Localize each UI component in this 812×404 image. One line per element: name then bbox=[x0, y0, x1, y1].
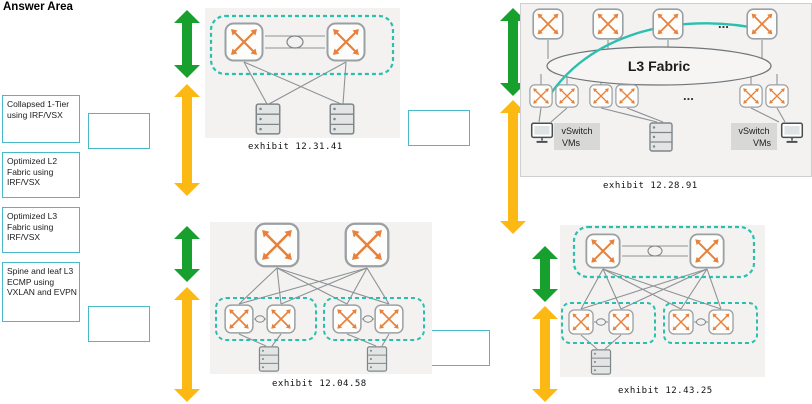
vswitch-label-right: vSwitch bbox=[738, 126, 769, 136]
link-aggregation-icon bbox=[647, 245, 663, 257]
switch-icon bbox=[224, 22, 264, 62]
double-arrow-yellow-top-right bbox=[500, 100, 526, 234]
switch-icon bbox=[739, 84, 763, 108]
double-arrow-green-top-left bbox=[174, 10, 200, 78]
irf-group-outline bbox=[561, 302, 656, 344]
option-collapsed-1-tier[interactable]: Collapsed 1-Tier using IRF/VSX bbox=[2, 95, 80, 143]
server-icon bbox=[366, 346, 388, 372]
switch-icon bbox=[332, 304, 362, 334]
double-arrow-yellow-bottom-left bbox=[174, 287, 200, 402]
double-arrow-green-bottom-left bbox=[174, 226, 200, 282]
exhibit-12-43-25-diagram bbox=[561, 225, 758, 375]
l3-fabric-ellipse bbox=[546, 46, 772, 86]
exhibit-12-31-41-diagram bbox=[209, 14, 395, 135]
link-aggregation-icon bbox=[596, 318, 606, 326]
exhibit-12-04-58-diagram bbox=[215, 222, 425, 372]
switch-icon bbox=[608, 309, 634, 335]
link-aggregation-icon bbox=[255, 315, 265, 323]
host-icon bbox=[530, 122, 554, 143]
drop-box-4[interactable] bbox=[428, 330, 490, 366]
switch-icon bbox=[224, 304, 254, 334]
server-icon bbox=[649, 122, 673, 152]
switch-icon bbox=[689, 233, 725, 269]
option-optimized-l2-fabric[interactable]: Optimized L2 Fabric using IRF/VSX bbox=[2, 152, 80, 198]
host-icon bbox=[780, 122, 804, 143]
switch-icon bbox=[529, 84, 553, 108]
exhibit-caption: exhibit 12.28.91 bbox=[603, 181, 698, 191]
double-arrow-yellow-top-left bbox=[174, 84, 200, 196]
exhibit-12-28-91-diagram: L3 Fabric ... ... vSwitch VMs vSwitch VM… bbox=[529, 8, 804, 152]
switch-icon bbox=[585, 233, 621, 269]
switch-icon bbox=[652, 8, 684, 40]
link-aggregation-icon bbox=[286, 35, 304, 49]
ellipsis-bottom: ... bbox=[683, 88, 694, 103]
l3-fabric-label: L3 Fabric bbox=[628, 58, 690, 74]
link-aggregation-icon bbox=[363, 315, 373, 323]
irf-group-outline bbox=[215, 297, 317, 341]
switch-icon bbox=[344, 222, 390, 268]
double-arrow-green-top-right bbox=[500, 8, 526, 96]
switch-icon bbox=[555, 84, 579, 108]
switch-icon bbox=[568, 309, 594, 335]
switch-icon bbox=[765, 84, 789, 108]
vms-label-right: VMs bbox=[753, 138, 772, 148]
switch-icon bbox=[668, 309, 694, 335]
switch-icon bbox=[532, 8, 564, 40]
option-label: Spine and leaf L3 ECMP using VXLAN and E… bbox=[7, 266, 77, 298]
switch-icon bbox=[589, 84, 613, 108]
switch-icon bbox=[615, 84, 639, 108]
exhibit-caption: exhibit 12.31.41 bbox=[248, 142, 343, 152]
vswitch-label-bg bbox=[731, 123, 777, 150]
server-icon bbox=[329, 103, 355, 135]
switch-icon bbox=[266, 304, 296, 334]
drop-box-1[interactable] bbox=[88, 113, 150, 149]
option-label: Collapsed 1-Tier using IRF/VSX bbox=[7, 99, 70, 120]
drop-box-3[interactable] bbox=[88, 306, 150, 342]
exhibit-12-04-58 bbox=[210, 222, 432, 374]
option-spine-leaf-l3-ecmp[interactable]: Spine and leaf L3 ECMP using VXLAN and E… bbox=[2, 262, 80, 322]
double-arrow-green-bottom-right bbox=[532, 246, 558, 302]
teal-path-curve bbox=[541, 22, 774, 107]
vswitch-label-left: vSwitch bbox=[561, 126, 592, 136]
switch-icon bbox=[746, 8, 778, 40]
irf-group-outline bbox=[572, 225, 756, 279]
exhibit-caption: exhibit 12.04.58 bbox=[272, 379, 367, 389]
option-optimized-l3-fabric[interactable]: Optimized L3 Fabric using IRF/VSX bbox=[2, 207, 80, 253]
option-label: Optimized L3 Fabric using IRF/VSX bbox=[7, 211, 58, 243]
switch-icon bbox=[374, 304, 404, 334]
irf-group-outline bbox=[663, 302, 758, 344]
exhibit-12-43-25 bbox=[560, 225, 765, 377]
option-label: Optimized L2 Fabric using IRF/VSX bbox=[7, 156, 58, 188]
vms-label-left: VMs bbox=[562, 138, 581, 148]
server-icon bbox=[255, 103, 281, 135]
irf-group-outline bbox=[323, 297, 425, 341]
server-icon bbox=[590, 349, 612, 375]
switch-icon bbox=[592, 8, 624, 40]
ellipsis-top: ... bbox=[718, 16, 729, 31]
switch-icon bbox=[326, 22, 366, 62]
switch-icon bbox=[708, 309, 734, 335]
exhibit-12-28-91: L3 Fabric ... ... vSwitch VMs vSwitch VM… bbox=[520, 3, 812, 177]
exhibit-caption: exhibit 12.43.25 bbox=[618, 386, 713, 396]
switch-icon bbox=[254, 222, 300, 268]
page-title: Answer Area bbox=[3, 1, 73, 13]
irf-group-outline bbox=[209, 14, 395, 76]
exhibit-12-31-41 bbox=[205, 8, 400, 138]
drop-box-2[interactable] bbox=[408, 110, 470, 146]
server-icon bbox=[258, 346, 280, 372]
double-arrow-yellow-bottom-right bbox=[532, 306, 558, 402]
link-aggregation-icon bbox=[696, 318, 706, 326]
vswitch-label-bg bbox=[554, 123, 600, 150]
